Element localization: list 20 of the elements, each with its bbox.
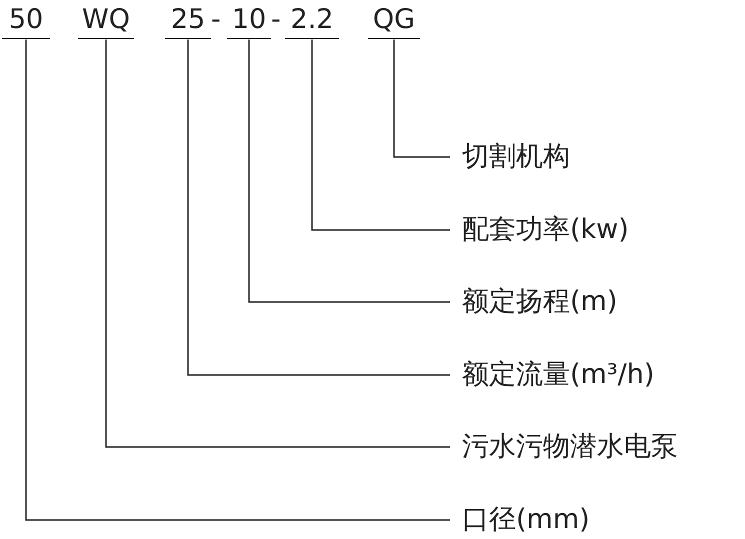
description-text: 污水污物潜水电泵 (450, 429, 678, 465)
code-segment: QG (368, 2, 420, 39)
description-text: 配套功率(kw) (450, 212, 629, 248)
code-segment: 2.2 (285, 2, 339, 39)
code-segment: 50 (2, 2, 50, 39)
leader-line (311, 40, 450, 231)
hyphen: - (271, 3, 281, 37)
description-text: 额定流量(m³/h) (450, 357, 654, 393)
code-segment: 10 (227, 2, 271, 39)
description-text: 口径(mm) (450, 502, 590, 538)
code-segment: 25 (165, 2, 211, 39)
leader-line (248, 40, 450, 303)
leader-line (105, 40, 450, 448)
leader-line (25, 40, 450, 521)
description-text: 额定扬程(m) (450, 284, 618, 320)
description-text: 切割机构 (450, 139, 570, 175)
code-segment: WQ (78, 2, 134, 39)
hyphen: - (211, 3, 221, 37)
leader-line (393, 40, 450, 158)
leader-line (187, 40, 450, 376)
